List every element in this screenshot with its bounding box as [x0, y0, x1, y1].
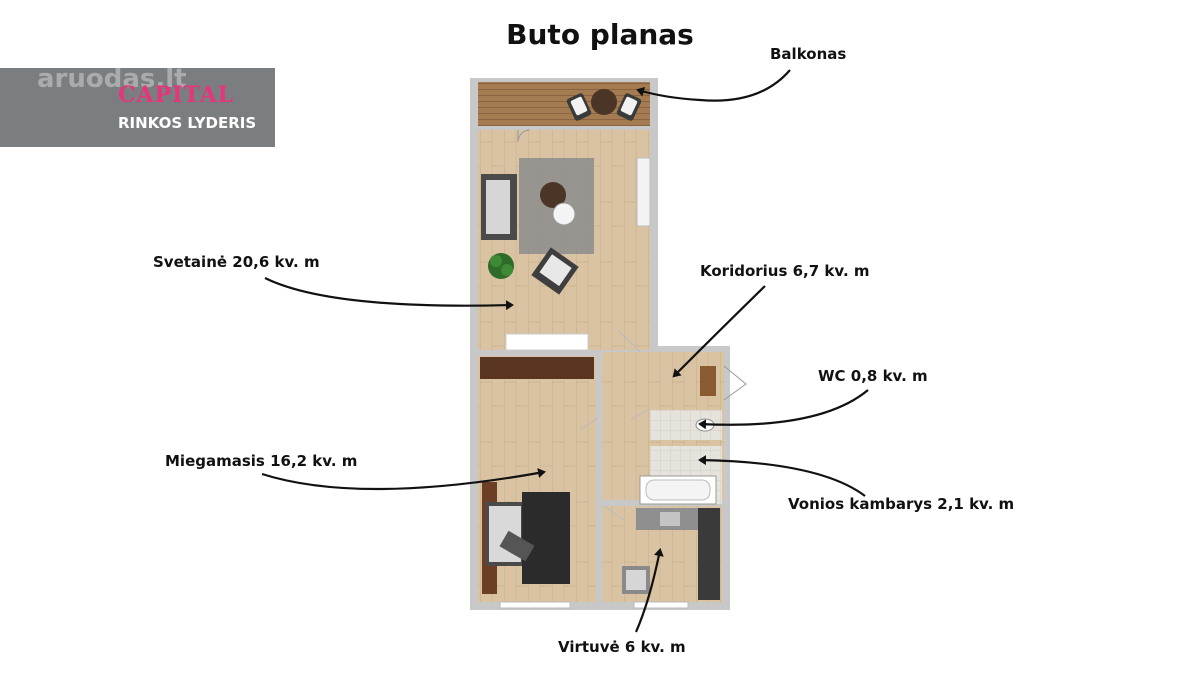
label-balcony: Balkonas: [770, 45, 847, 63]
balcony: [478, 82, 650, 126]
arrow-living: [264, 277, 514, 311]
label-bathroom: Vonios kambarys 2,1 kv. m: [788, 495, 1015, 513]
brand-logo: CAPITAL: [118, 82, 235, 108]
arrow-corridor: [672, 285, 766, 378]
brand-slogan: RINKOS LYDERIS: [118, 114, 257, 132]
kitchen: [602, 505, 722, 602]
bathroom: [639, 446, 722, 505]
label-living-room: Svetainė 20,6 kv. m: [153, 253, 320, 271]
arrow-kitchen: [634, 548, 664, 633]
annotation-arrows: [261, 69, 869, 633]
arrow-wc: [698, 389, 869, 430]
label-kitchen: Virtuvė 6 kv. m: [558, 638, 686, 656]
label-corridor: Koridorius 6,7 kv. m: [700, 262, 870, 280]
page-title: Buto planas: [506, 18, 694, 51]
arrow-bedroom: [261, 468, 546, 491]
arrow-balcony: [636, 69, 791, 102]
plant-icon: [488, 253, 514, 279]
arrow-bathroom: [698, 455, 866, 497]
bedroom: [478, 356, 599, 602]
label-wc: WC 0,8 kv. m: [818, 367, 928, 385]
watermark-logo: aruodas.lt CAPITAL RINKOS LYDERIS: [0, 64, 275, 147]
windows: [499, 601, 689, 609]
label-bedroom: Miegamasis 16,2 kv. m: [165, 452, 358, 470]
living-room: [478, 129, 651, 353]
watermark-site: aruodas.lt: [37, 64, 187, 94]
